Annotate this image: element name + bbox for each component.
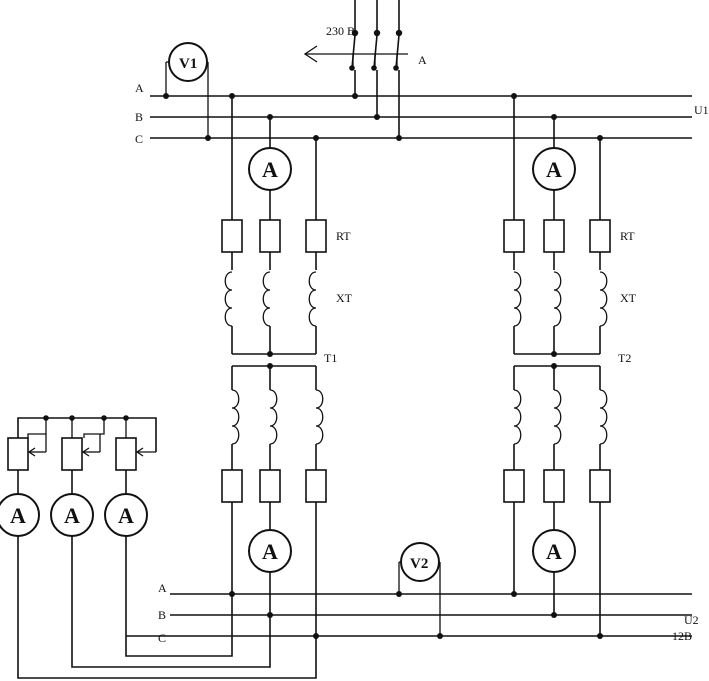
ammeter-letter: A (64, 503, 80, 528)
bottom-bus-label-a: A (158, 581, 167, 595)
t1-name-label: T1 (324, 351, 337, 365)
ammeter-letter: A (10, 503, 26, 528)
switch-label: A (418, 53, 427, 67)
voltmeter-v1-label: V1 (179, 56, 197, 72)
secondary-voltage-label: 12B (672, 629, 692, 643)
t1-resistance-label: RT (336, 229, 351, 243)
t2-reactance-label: XT (620, 291, 637, 305)
bottom-bus-lines (170, 593, 692, 637)
ammeter-letter: A (546, 157, 562, 182)
voltmeter-v1 (163, 42, 211, 141)
bottom-bus-voltage-label: U2 (684, 613, 699, 627)
transformer-t1-primary-ammeter (248, 147, 292, 191)
bottom-bus-label-c: C (158, 631, 166, 645)
supply-switch (303, 0, 408, 138)
top-bus-label-b: B (135, 110, 143, 124)
load-ammeter-3 (104, 493, 148, 537)
transformer-t1-secondary-ammeter (248, 529, 292, 573)
load-ammeter-2 (50, 493, 94, 537)
top-bus-junctions (229, 93, 603, 141)
voltmeter-v2 (396, 542, 443, 639)
top-bus-label-a: A (135, 81, 144, 95)
transformer-t1 (221, 96, 327, 639)
ammeter-letter: A (546, 539, 562, 564)
voltmeter-v2-label: V2 (410, 556, 428, 572)
transformer-t2-primary-ammeter (532, 147, 576, 191)
transformer-t2-secondary-ammeter (532, 529, 576, 573)
ammeter-letter: A (262, 539, 278, 564)
t2-resistance-label: RT (620, 229, 635, 243)
top-bus-voltage-label: U1 (694, 103, 709, 117)
supply-voltage-label: 230 B (326, 24, 355, 38)
bottom-bus-label-b: B (158, 608, 166, 622)
load-rheostats (7, 415, 317, 679)
t2-name-label: T2 (618, 351, 631, 365)
ammeter-letter: A (262, 157, 278, 182)
ammeter-letter: A (118, 503, 134, 528)
top-bus-label-c: C (135, 132, 143, 146)
t1-reactance-label: XT (336, 291, 353, 305)
transformer-t2 (503, 96, 611, 639)
load-ammeter-1 (0, 493, 40, 537)
